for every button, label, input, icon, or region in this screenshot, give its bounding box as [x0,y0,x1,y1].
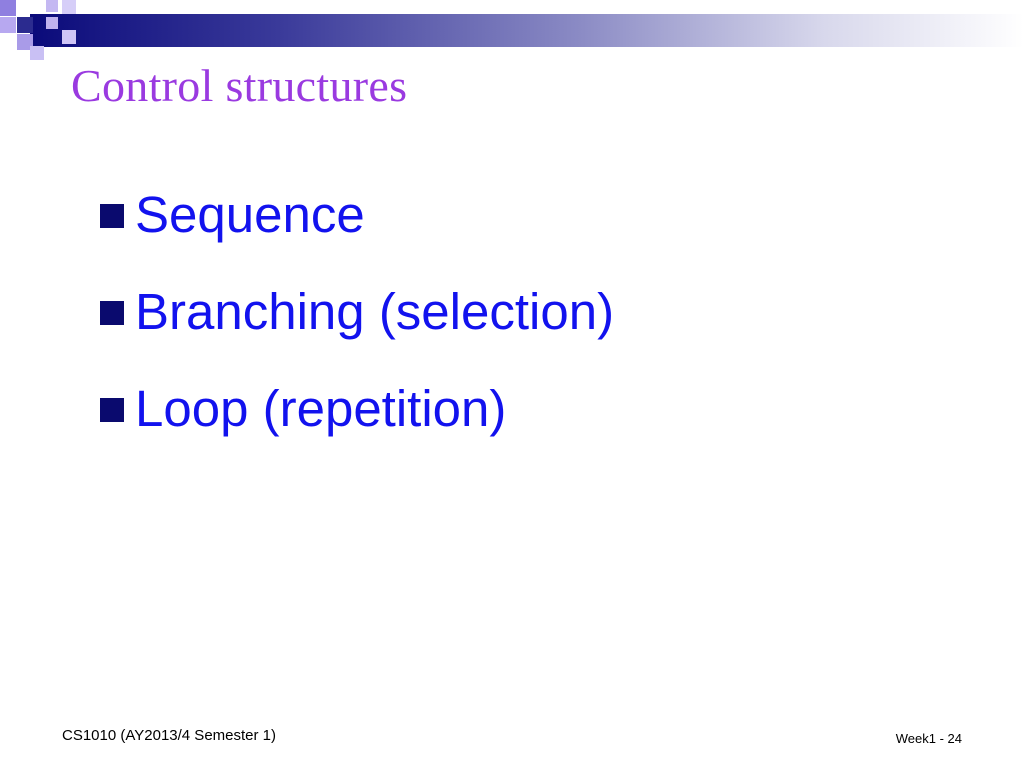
square-bullet-icon [100,300,124,325]
decorative-square [17,34,33,50]
decorative-square [46,17,58,29]
bullet-item: Loop (repetition) [100,360,614,457]
footer-page-number: Week1 - 24 [895,731,962,746]
bullet-text: Branching (selection) [135,283,615,340]
header-gradient-bar [30,14,1024,47]
bullet-item: Sequence [100,166,614,263]
slide-title: Control structures [71,60,408,111]
bullet-text: Loop (repetition) [135,380,507,437]
square-bullet-icon [100,397,124,422]
square-bullet-icon [100,203,124,228]
bullet-list: Sequence Branching (selection) Loop (rep… [100,166,614,457]
decorative-square [17,17,33,33]
bullet-text: Sequence [135,186,365,243]
footer-course: CS1010 (AY2013/4 Semester 1) [62,727,277,744]
decorative-square [30,46,44,60]
decorative-square [0,17,16,33]
bullet-item: Branching (selection) [100,263,614,360]
decorative-square [0,0,16,16]
decorative-square [62,30,76,44]
decorative-square [62,0,76,14]
decorative-square [46,0,58,12]
